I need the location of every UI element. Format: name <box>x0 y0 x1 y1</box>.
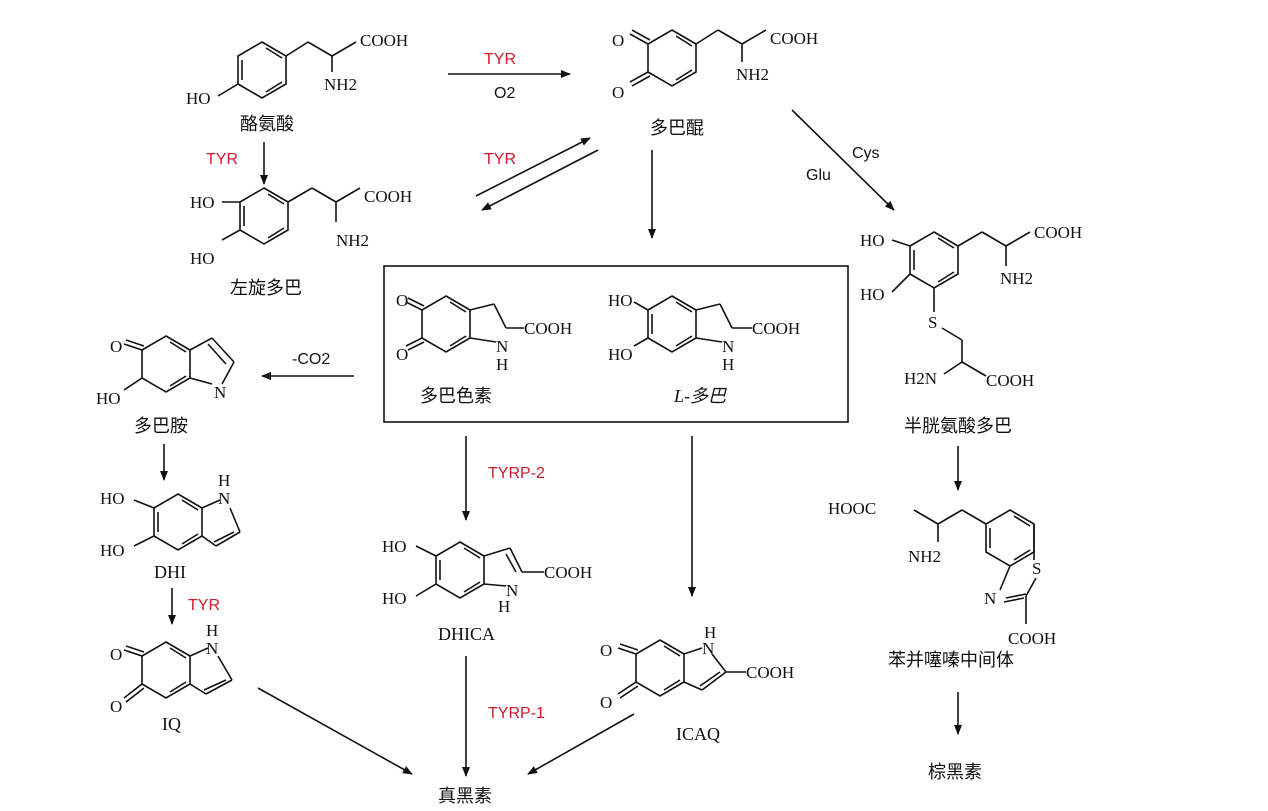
tyrosine-label: 酪氨酸 <box>240 114 294 134</box>
iq-structure: O O H N <box>110 621 233 716</box>
dhica-structure: HO HO COOH N H <box>382 537 592 616</box>
arrow-ldopa-to-dopaquinone <box>475 137 591 197</box>
enzyme-tyr-2: TYR <box>206 151 238 168</box>
s-label: S <box>928 313 937 332</box>
dopaquinone-label: 多巴醌 <box>650 118 704 138</box>
nh2-label: NH2 <box>908 547 941 566</box>
o-label: O <box>396 345 408 364</box>
nh2-label: NH2 <box>1000 269 1033 288</box>
reagent-glu: Glu <box>806 167 831 184</box>
reagent-o2: O2 <box>494 85 515 102</box>
ho-label: HO <box>382 589 407 608</box>
cooh-label: COOH <box>986 371 1034 390</box>
h2n-label: H2N <box>904 369 937 388</box>
enzyme-tyr-4: TYR <box>188 597 220 614</box>
ho-label: HO <box>100 541 125 560</box>
o-label: O <box>600 693 612 712</box>
ldopa-left-label: 左旋多巴 <box>230 278 302 298</box>
h-label: H <box>722 355 734 374</box>
arrow-dopaquinone-to-cysteinyldopa <box>791 109 895 211</box>
cooh-label: COOH <box>1034 223 1082 242</box>
nh2-label: NH2 <box>736 65 769 84</box>
dopaquinone-structure: O O COOH NH2 <box>612 29 818 102</box>
o-label: O <box>612 83 624 102</box>
nh2-label: NH2 <box>324 75 357 94</box>
cooh-label: COOH <box>752 319 800 338</box>
o-label: O <box>612 31 624 50</box>
ho-label: HO <box>96 389 121 408</box>
cooh-label: COOH <box>1008 629 1056 648</box>
dhi-structure: HO HO H N <box>100 471 241 560</box>
arrow-iq-to-eumelanin <box>257 687 413 775</box>
ho-label: HO <box>860 231 885 250</box>
arrow-icaq-to-eumelanin <box>527 713 635 775</box>
benzothiazine-structure: HOOC NH2 S N COOH <box>828 499 1056 648</box>
cooh-label: COOH <box>544 563 592 582</box>
cooh-label: COOH <box>360 31 408 50</box>
cooh-label: COOH <box>746 663 794 682</box>
arrow-dopaquinone-to-ldopa <box>481 149 599 211</box>
benzothiazine-label: 苯并噻嗪中间体 <box>888 650 1014 670</box>
dhica-label: DHICA <box>438 624 495 644</box>
reagent-cys: Cys <box>852 145 880 162</box>
n-label: N <box>722 337 734 356</box>
n-label: N <box>984 589 996 608</box>
ho-label: HO <box>190 249 215 268</box>
ho-label: HO <box>382 537 407 556</box>
hooc-label: HOOC <box>828 499 876 518</box>
dhi-label: DHI <box>154 562 186 582</box>
h-label: H <box>206 621 218 640</box>
n-label: N <box>496 337 508 356</box>
o-label: O <box>110 697 122 716</box>
n-label: N <box>702 639 714 658</box>
enzyme-tyrp2: TYRP-2 <box>488 465 545 482</box>
icaq-structure: O O H N COOH <box>600 623 794 712</box>
dopamine-label: 多巴胺 <box>134 416 188 436</box>
s-label: S <box>1032 559 1041 578</box>
ho-label: HO <box>608 291 633 310</box>
ho-label: HO <box>860 285 885 304</box>
ldopa-box-structure: HO HO COOH N H <box>608 291 800 374</box>
dopachrome-label: 多巴色素 <box>420 386 492 406</box>
icaq-label: ICAQ <box>676 724 720 744</box>
ldopa-box-label: L-多巴 <box>673 386 727 406</box>
n-label: N <box>214 383 226 402</box>
intermediate-box <box>383 265 849 423</box>
enzyme-tyrp1: TYRP-1 <box>488 705 545 722</box>
nh2-label: NH2 <box>336 231 369 250</box>
dopachrome-structure: O O COOH N H <box>396 291 572 374</box>
h-label: H <box>218 471 230 490</box>
reagent-co2: -CO2 <box>292 351 330 368</box>
n-label: N <box>506 581 518 600</box>
o-label: O <box>600 641 612 660</box>
o-label: O <box>110 337 122 356</box>
tyrosine-structure: COOH NH2 HO <box>186 31 408 108</box>
enzyme-tyr-3: TYR <box>484 151 516 168</box>
ho-label: HO <box>186 89 211 108</box>
cooh-label: COOH <box>364 187 412 206</box>
n-label: N <box>218 489 230 508</box>
pheomelanin-label: 棕黑素 <box>928 762 982 782</box>
h-label: H <box>496 355 508 374</box>
cooh-label: COOH <box>524 319 572 338</box>
n-label: N <box>206 639 218 658</box>
ho-label: HO <box>100 489 125 508</box>
dopamine-structure: O HO N <box>96 335 235 408</box>
eumelanin-label: 真黑素 <box>438 786 492 806</box>
h-label: H <box>704 623 716 642</box>
cysteinyldopa-structure: COOH HO HO NH2 S H2N COOH <box>860 223 1082 390</box>
cysteinyldopa-label: 半胱氨酸多巴 <box>904 416 1012 436</box>
ho-label: HO <box>190 193 215 212</box>
ldopa-structure: COOH HO HO NH2 <box>190 187 412 268</box>
o-label: O <box>396 291 408 310</box>
h-label: H <box>498 597 510 616</box>
iq-label: IQ <box>162 714 181 734</box>
enzyme-tyr-1: TYR <box>484 51 516 68</box>
ho-label: HO <box>608 345 633 364</box>
o-label: O <box>110 645 122 664</box>
cooh-label: COOH <box>770 29 818 48</box>
